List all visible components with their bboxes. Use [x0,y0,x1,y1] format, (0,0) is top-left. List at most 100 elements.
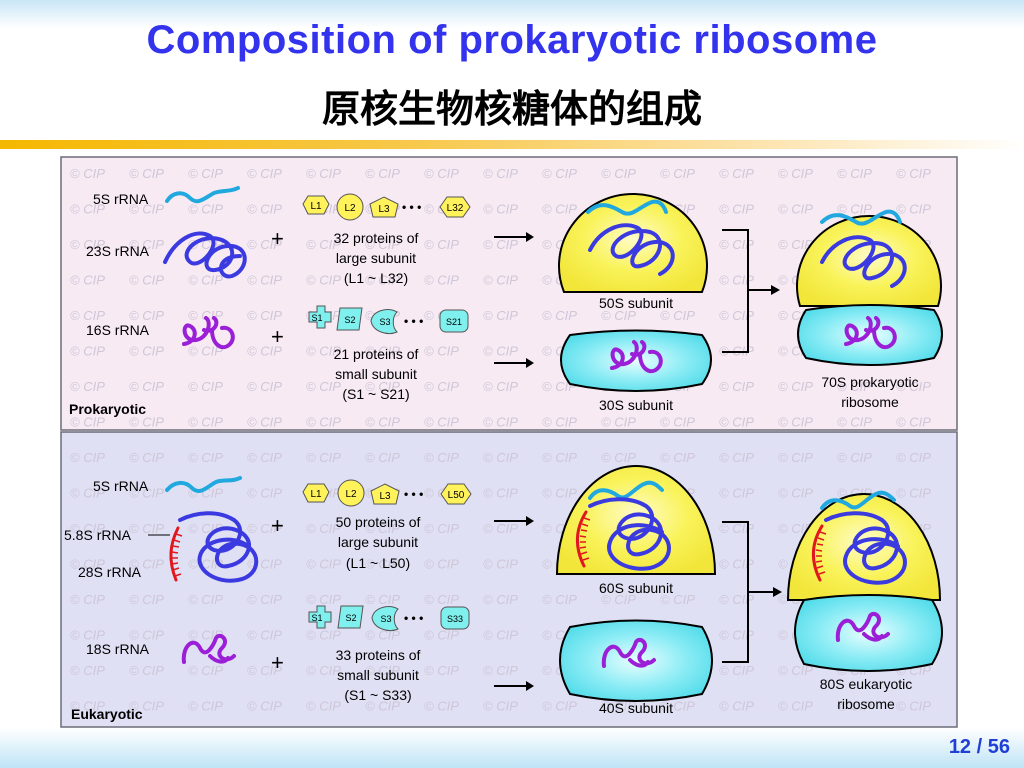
watermark-text: © CIP [365,379,400,394]
watermark-text: © CIP [188,450,223,465]
watermark-text: © CIP [188,379,223,394]
watermark-text: © CIP [424,415,459,430]
watermark-text: © CIP [542,592,577,607]
watermark-text: © CIP [70,521,105,536]
watermark-text: © CIP [896,166,931,181]
watermark-text: © CIP [129,450,164,465]
watermark-text: © CIP [896,486,931,501]
80s-ribosome-label-line1: 80S eukaryotic [820,676,913,692]
watermark-text: © CIP [601,166,636,181]
watermark-text: © CIP [660,166,695,181]
plus-sign: + [271,650,284,675]
ellipsis-dots: • • • [404,611,423,625]
watermark-text: © CIP [542,450,577,465]
watermark-text: © CIP [483,450,518,465]
70s-ribosome-label-line2: ribosome [841,394,899,410]
prok-5s-label: 5S rRNA [93,191,149,207]
watermark-text: © CIP [778,450,813,465]
euk-58s-rrna-icon [169,526,180,582]
watermark-text: © CIP [483,202,518,217]
watermark-text: © CIP [247,699,282,714]
watermark-text: © CIP [70,628,105,643]
watermark-text: © CIP [778,237,813,252]
plus-sign: + [271,226,284,251]
watermark-text: © CIP [365,273,400,288]
80s-small-subunit-shape [794,594,943,672]
euk-small-proteins-line1: 33 proteins of [336,647,421,663]
prok-large-proteins-line3: (L1 ~ L32) [344,270,408,286]
80s-ribosome-label-line2: ribosome [837,696,895,712]
70s-5s-rrna-icon [820,209,902,226]
watermark-text: © CIP [719,699,754,714]
watermark-text: © CIP [306,379,341,394]
protein-l50-label: L50 [448,490,465,501]
watermark-text: © CIP [719,450,754,465]
prok-23s-label: 23S rRNA [86,243,150,259]
protein-s2-icon [337,605,364,629]
watermark-text: © CIP [247,344,282,359]
page-indicator: 12 / 56 [949,736,1010,759]
watermark-text: © CIP [483,592,518,607]
watermark-text: © CIP [719,273,754,288]
watermark-text: © CIP [365,628,400,643]
60s-5s-rrna-icon [588,480,664,500]
watermark-text: © CIP [660,308,695,323]
watermark-text: © CIP [483,166,518,181]
watermark-text: © CIP [896,450,931,465]
watermark-text: © CIP [306,628,341,643]
protein-l1-icon [302,483,330,503]
watermark-text: © CIP [188,273,223,288]
protein-l2-label: L2 [345,489,357,500]
watermark-text: © CIP [719,628,754,643]
watermark-text: © CIP [483,663,518,678]
protein-s2-icon [336,307,363,331]
watermark-text: © CIP [601,450,636,465]
watermark-text: © CIP [365,450,400,465]
watermark-text: © CIP [129,379,164,394]
watermark-text: © CIP [719,486,754,501]
protein-l32-label: L32 [447,203,464,214]
protein-s33-label: S33 [447,614,463,624]
watermark-text: © CIP [483,557,518,572]
watermark-text: © CIP [660,415,695,430]
euk-large-proteins-line2: large subunit [338,534,418,550]
watermark-text: © CIP [601,415,636,430]
watermark-text: © CIP [424,344,459,359]
watermark-text: © CIP [70,415,105,430]
watermark-text: © CIP [129,486,164,501]
watermark-text: © CIP [129,344,164,359]
watermark-text: © CIP [542,415,577,430]
watermark-text: © CIP [188,166,223,181]
watermark-text: © CIP [129,202,164,217]
60s-subunit-label: 60S subunit [599,580,673,596]
watermark-text: © CIP [660,592,695,607]
watermark-text: © CIP [70,166,105,181]
watermark-text: © CIP [70,379,105,394]
80s-58s-ticks [815,531,827,575]
protein-l50-icon [440,483,472,505]
watermark-text: © CIP [70,663,105,678]
watermark-text: © CIP [129,308,164,323]
arrow-head [526,681,534,691]
80s-18s-rrna-icon [835,611,890,642]
80s-58s-rrna-icon [812,524,824,582]
protein-s3-label: S3 [380,614,391,624]
watermark-text: © CIP [837,450,872,465]
protein-s33-icon [440,606,470,630]
watermark-text: © CIP [424,628,459,643]
protein-l3-icon [370,483,400,505]
watermark-text: © CIP [660,450,695,465]
arrow-head [526,232,534,242]
euk-large-proteins-line1: 50 proteins of [336,514,421,530]
watermark-text: © CIP [306,663,341,678]
watermark-text: © CIP [542,202,577,217]
protein-s1-label: S1 [311,613,322,623]
watermark-text: © CIP [70,237,105,252]
arrow-head [771,285,780,295]
watermark-text: © CIP [778,415,813,430]
prok-16s-label: 16S rRNA [86,322,150,338]
watermark-text: © CIP [719,663,754,678]
watermark-text: © CIP [896,699,931,714]
watermark-text: © CIP [70,557,105,572]
watermark-text: © CIP [306,344,341,359]
